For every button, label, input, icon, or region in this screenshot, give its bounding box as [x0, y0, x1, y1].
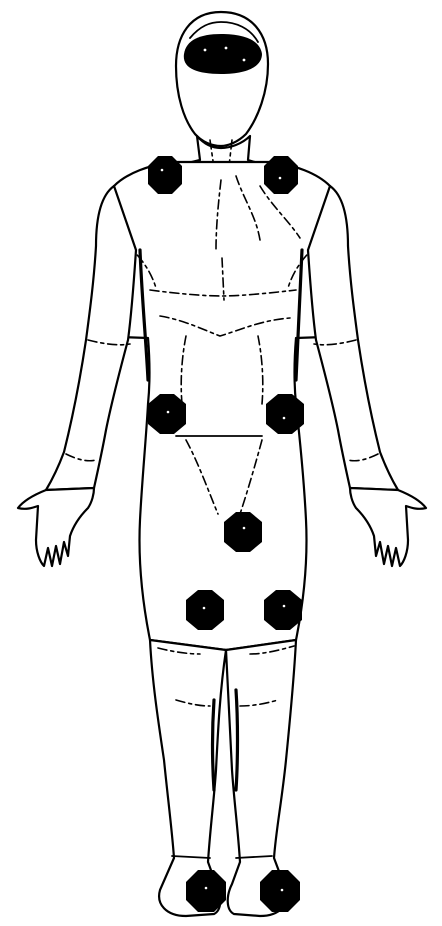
groin-marker	[224, 512, 262, 552]
left-knee-marker	[186, 590, 224, 630]
right-shoulder-marker	[264, 156, 298, 194]
left-shoulder-marker	[148, 156, 182, 194]
right-hip-marker	[266, 394, 304, 434]
right-ankle-marker	[260, 870, 300, 912]
head	[176, 12, 268, 146]
left-hip-marker	[148, 394, 186, 434]
forehead-band-marker	[184, 34, 262, 74]
arm-right	[308, 186, 426, 566]
left-ankle-marker	[186, 870, 226, 912]
right-knee-marker	[264, 590, 302, 630]
arm-left	[18, 186, 136, 566]
